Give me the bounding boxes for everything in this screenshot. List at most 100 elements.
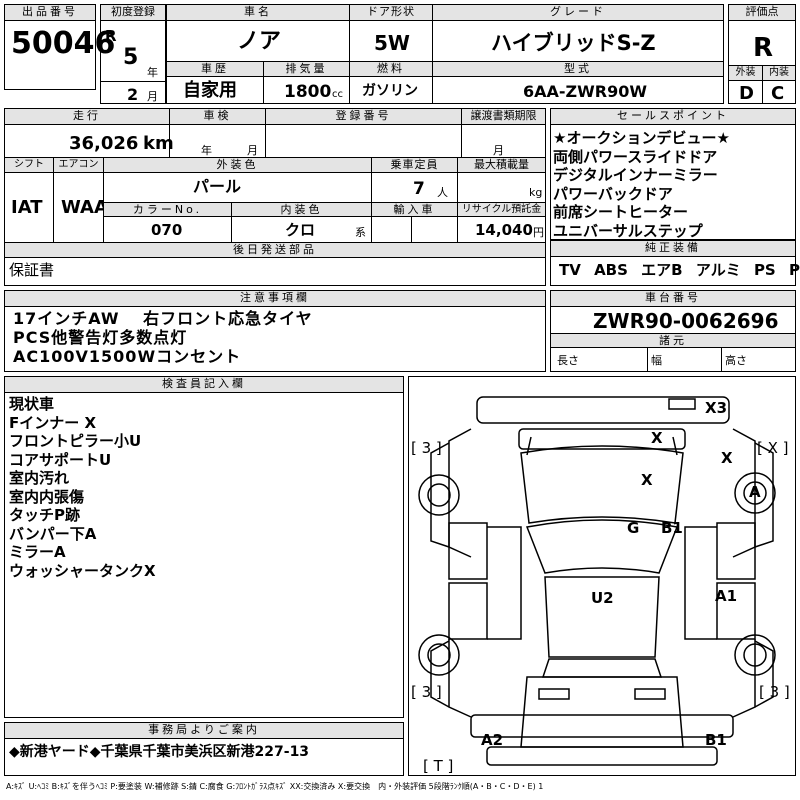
list-item: 両側パワースライドドア [553, 147, 718, 166]
notes-cell: 注意事項欄 17インチAW 右フロント応急タイヤ PCS他警告灯多数点灯 AC1… [4, 290, 546, 372]
transfer-deadline-label: 譲渡書類期限 [461, 109, 545, 125]
mark-a2: A2 [481, 731, 504, 749]
list-item: ユニバーサルステップ [553, 221, 703, 240]
chassis-label: 車台番号 [551, 291, 795, 307]
equipment-item: PS [753, 261, 776, 279]
list-item: 17インチAW 右フロント応急タイヤ [13, 309, 313, 328]
score: R [753, 33, 774, 63]
later-parts: 保証書 [9, 261, 55, 279]
office-cell: 事務局よりご案内 ◆新港ヤード◆千葉県千葉市美浜区新港227-13 [4, 722, 404, 776]
model-code: 6AA-ZWR90W [523, 82, 648, 101]
first-registration-label: 初度登録 [101, 5, 165, 21]
capacity: 7 [413, 179, 425, 199]
mark-left-top: [ 3 ] [411, 439, 442, 457]
inspector-cell: 検査員記入欄 現状車 Fインナー X フロントピラー小U コアサポートU 室内汚… [4, 376, 404, 718]
max-load-label: 最大積載量 [457, 158, 545, 173]
history-cell: 車歴 自家用 [166, 61, 264, 104]
capacity-label: 乗車定員 [371, 158, 457, 173]
office-label: 事務局よりご案内 [5, 723, 403, 739]
yen-unit: 円 [533, 226, 544, 239]
list-item: ウォッシャータンクX [9, 561, 156, 580]
kg-unit: kg [529, 186, 543, 199]
mark-x-hood: X [651, 429, 663, 447]
mark-rear: [ T ] [423, 757, 454, 775]
import-label: 輸入車 [371, 203, 457, 217]
aircon-label: エアコン [53, 158, 103, 173]
mark-b1-mid: B1 [661, 519, 683, 537]
height-label: 高さ [725, 354, 747, 367]
mark-left-bottom: [ 3 ] [411, 683, 442, 701]
office-text: ◆新港ヤード◆千葉県千葉市美浜区新港227-13 [9, 744, 310, 760]
recycle-label: リサイクル預託金 [457, 203, 545, 217]
grade-label: グレード [433, 5, 723, 21]
cc-unit: cc [332, 89, 343, 100]
mark-g: G [627, 519, 640, 537]
list-item: ミラーA [9, 543, 66, 561]
lot-number-label: 出品番号 [5, 5, 95, 21]
sales-point-list: ★オークションデビュー★ 両側パワースライドドア デジタルインナーミラー パワー… [553, 129, 730, 240]
mark-right-bottom: [ 3 ] [759, 683, 790, 701]
fuel: ガソリン [362, 83, 418, 99]
equipment-label: 純正装備 [551, 241, 795, 257]
lot-number-cell: 出品番号 50046 [4, 4, 115, 90]
score-label: 評価点 [729, 5, 795, 21]
model-code-label: 型式 [433, 62, 723, 77]
door-type: 5W [374, 31, 410, 55]
interior-grade: C [771, 83, 785, 104]
equipment-items: TV ABS エアB アルミ PS PW [559, 263, 800, 278]
fuel-cell: 燃料 ガソリン [349, 61, 433, 104]
recycle-fee: 14,040 [475, 221, 533, 239]
equipment-item: アルミ [695, 261, 741, 279]
sales-point-label: セールスポイント [551, 109, 795, 125]
sales-point-cell: セールスポイント ★オークションデビュー★ 両側パワースライドドア デジタルイン… [550, 108, 796, 240]
year-unit: 年 [147, 66, 158, 79]
later-parts-label: 後日発送部品 [5, 243, 545, 258]
fuel-label: 燃料 [350, 62, 432, 77]
inspection-label: 車検 [169, 109, 265, 125]
notes-label: 注意事項欄 [5, 291, 545, 307]
score-cell: 評価点 R 外装 内装 D C [728, 4, 796, 104]
list-item: AC100V1500Wコンセント [13, 347, 242, 366]
color-no: 070 [151, 221, 183, 239]
list-item: デジタルインナーミラー [553, 166, 718, 184]
inspector-list: 現状車 Fインナー X フロントピラー小U コアサポートU 室内汚れ 室内内張傷… [9, 395, 156, 580]
mark-b1-bottom: B1 [705, 731, 727, 749]
equipment-item: エアB [641, 261, 683, 279]
exterior-label: 外装 [729, 66, 762, 81]
list-item: PCS他警告灯多数点灯 [13, 328, 188, 347]
mark-right-top: [ X ] [757, 439, 789, 457]
shift-label: シフト [5, 158, 53, 173]
ext-color: パール [193, 177, 242, 196]
aircon: WAA [61, 197, 108, 218]
shift: IAT [11, 197, 43, 218]
list-item: コアサポートU [9, 450, 112, 469]
list-item: 現状車 [9, 395, 55, 413]
model-code-cell: 型式 6AA-ZWR90W [432, 61, 724, 104]
history: 自家用 [183, 80, 237, 101]
legend: A:ｷｽﾞ U:ﾍｺﾐ B:ｷｽﾞを伴うﾍｺﾐ P:要塗装 W:補修跡 S:錆 … [6, 782, 544, 791]
month-unit: 月 [147, 90, 158, 103]
mark-u2: U2 [591, 589, 614, 607]
equipment-item: ABS [594, 261, 628, 279]
list-item: 室内汚れ [9, 469, 70, 487]
person-unit: 人 [437, 186, 448, 199]
reg-month: 2 [127, 85, 139, 104]
list-item: タッチP跡 [9, 506, 80, 524]
list-item: ★オークションデビュー★ [553, 129, 730, 147]
equipment-item: TV [559, 261, 581, 279]
mark-a-wheel: A [749, 483, 761, 501]
list-item: Fインナー X [9, 413, 97, 432]
list-item: パワーバックドア [553, 184, 673, 203]
mark-a1: A1 [715, 587, 738, 605]
equipment-cell: 純正装備 TV ABS エアB アルミ PS PW [550, 240, 800, 286]
color-no-label: カラーNo. [103, 203, 231, 217]
vehicle-detail-table: 走行 車検 登録番号 譲渡書類期限 36,026 km 年 月 月 シフト エア… [4, 108, 546, 286]
specs-label: 諸元 [551, 334, 795, 348]
deadline-month-unit: 月 [493, 144, 504, 157]
mark-x-center: X [641, 471, 653, 489]
equipment-item: PW [788, 261, 800, 279]
door-cell: ドア形状 5W [349, 4, 433, 62]
notes-list: 17インチAW 右フロント応急タイヤ PCS他警告灯多数点灯 AC100V150… [13, 309, 313, 366]
exterior-grade: D [739, 83, 754, 104]
car-name: ノア [237, 29, 282, 54]
